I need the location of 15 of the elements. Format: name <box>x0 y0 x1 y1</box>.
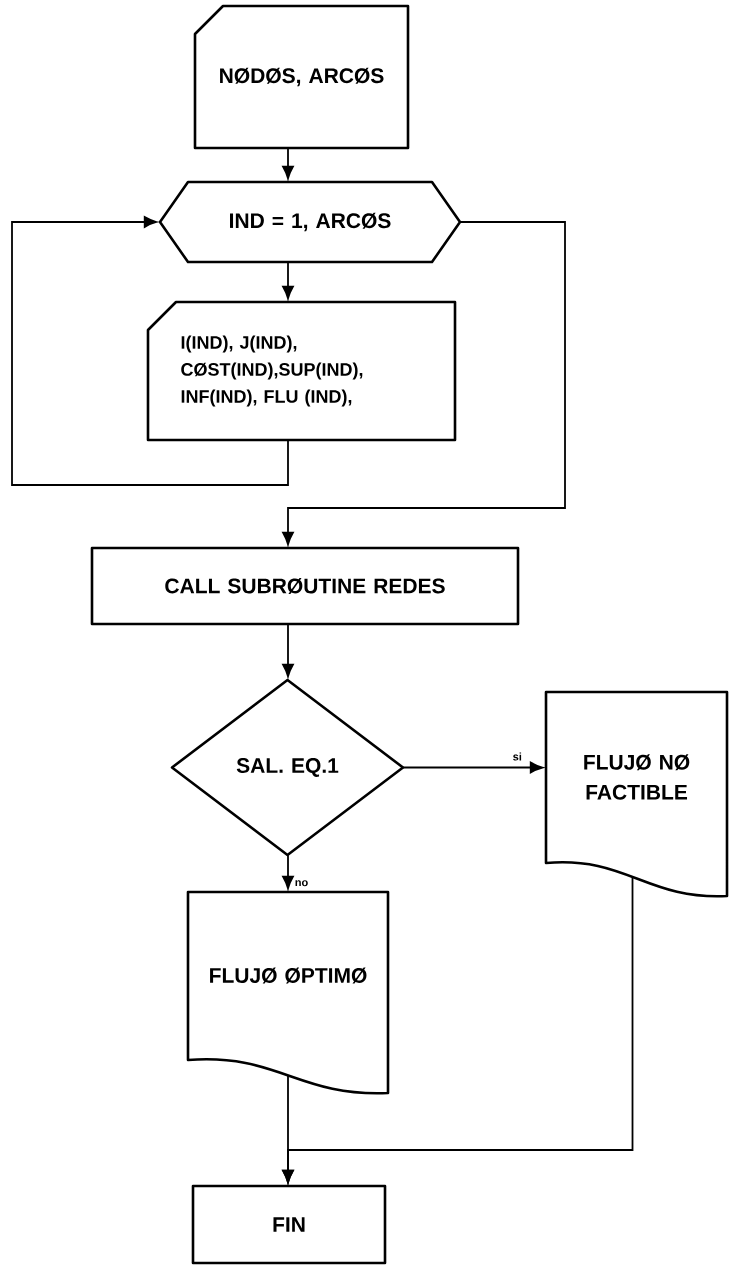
arrow <box>282 261 294 300</box>
arrow <box>402 761 544 774</box>
edge-label: no <box>293 879 310 888</box>
edge-label: si <box>511 751 523 762</box>
loop-hexagon: IND = 1, ARCØS <box>158 180 462 264</box>
arrow <box>11 216 289 486</box>
process-box: FIN <box>191 1184 387 1265</box>
arrow <box>282 854 294 890</box>
card-box: NØDØS, ARCØS <box>193 4 410 150</box>
process-box: CALL SUBRØUTINE REDES <box>90 546 520 626</box>
arrow <box>282 147 294 180</box>
arrow <box>282 623 294 678</box>
arrow <box>282 877 634 1184</box>
arrow <box>282 221 566 546</box>
card-box: I(IND), J(IND), CØST(IND),SUP(IND), INF(IND), FLU (IND), <box>146 300 457 442</box>
